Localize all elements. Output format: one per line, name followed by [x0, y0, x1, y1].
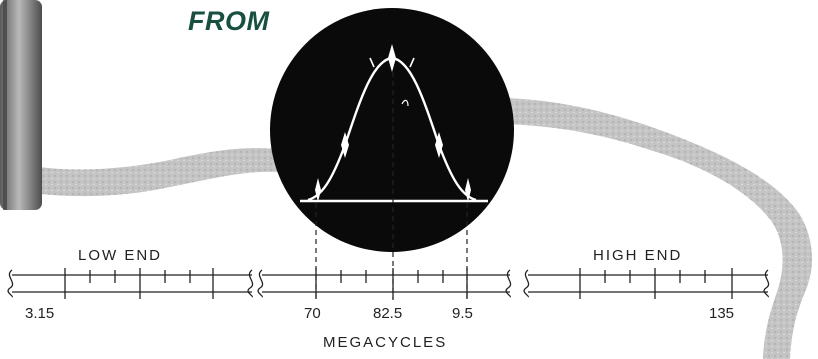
scale-low	[8, 268, 253, 299]
high-end-value: 135	[709, 305, 734, 322]
scale-high	[524, 268, 769, 299]
megacycles-label: MEGACYCLES	[323, 334, 447, 351]
mid-value-70: 70	[304, 305, 321, 322]
low-end-label: LOW END	[78, 247, 162, 264]
scale-mid	[258, 268, 511, 299]
mid-value-82-5: 82.5	[373, 305, 402, 322]
low-end-value: 3.15	[25, 305, 54, 322]
mid-value-9-5: 9.5	[452, 305, 473, 322]
heading: FROM	[188, 6, 269, 37]
ribbon-left	[0, 148, 285, 196]
ribbon-right	[505, 98, 812, 359]
high-end-label: HIGH END	[593, 247, 682, 264]
